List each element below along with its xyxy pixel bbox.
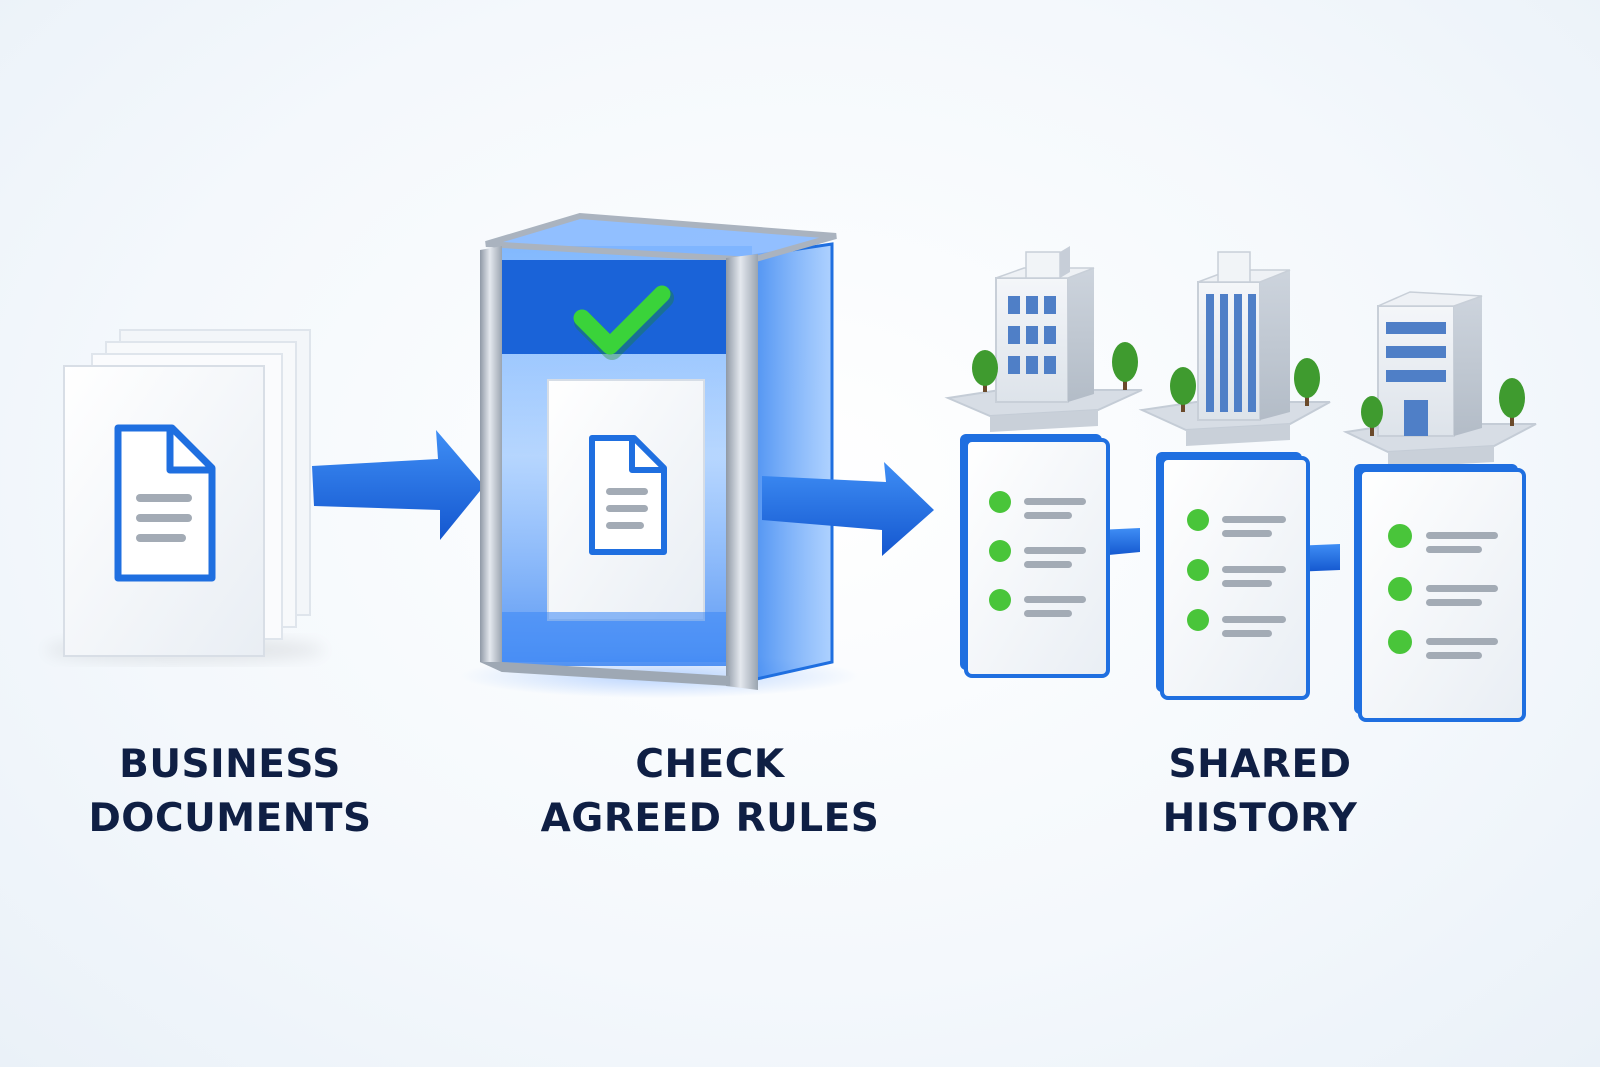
office-building-icon bbox=[1138, 251, 1331, 446]
checklist-ledger-icon bbox=[1354, 464, 1526, 722]
office-building-icon bbox=[1342, 291, 1537, 468]
arrow-right-icon bbox=[312, 430, 484, 540]
stage-label-check-agreed-rules: CHECK AGREED RULES bbox=[500, 738, 920, 846]
document-glyph-icon bbox=[589, 435, 667, 555]
label-line: SHARED bbox=[1168, 742, 1352, 787]
arrow-right-icon bbox=[762, 462, 934, 556]
office-building-icon bbox=[944, 246, 1143, 432]
checklist-ledger-icon bbox=[1156, 452, 1310, 700]
tree-icon bbox=[1170, 358, 1320, 412]
label-line: DOCUMENTS bbox=[88, 796, 372, 841]
checkmark-icon bbox=[573, 285, 674, 360]
checklist-ledger-icon bbox=[960, 434, 1110, 678]
stage-label-business-documents: BUSINESS DOCUMENTS bbox=[50, 738, 410, 846]
document-stack-icon bbox=[45, 329, 325, 662]
label-line: AGREED RULES bbox=[540, 796, 880, 841]
label-line: BUSINESS bbox=[119, 742, 341, 787]
tree-icon bbox=[972, 342, 1138, 392]
label-line: HISTORY bbox=[1162, 796, 1358, 841]
label-line: CHECK bbox=[635, 742, 785, 787]
tree-icon bbox=[1361, 378, 1525, 436]
validation-gate-icon bbox=[460, 212, 860, 698]
document-glyph-icon bbox=[114, 424, 216, 582]
stage-label-shared-history: SHARED HISTORY bbox=[1080, 738, 1440, 846]
